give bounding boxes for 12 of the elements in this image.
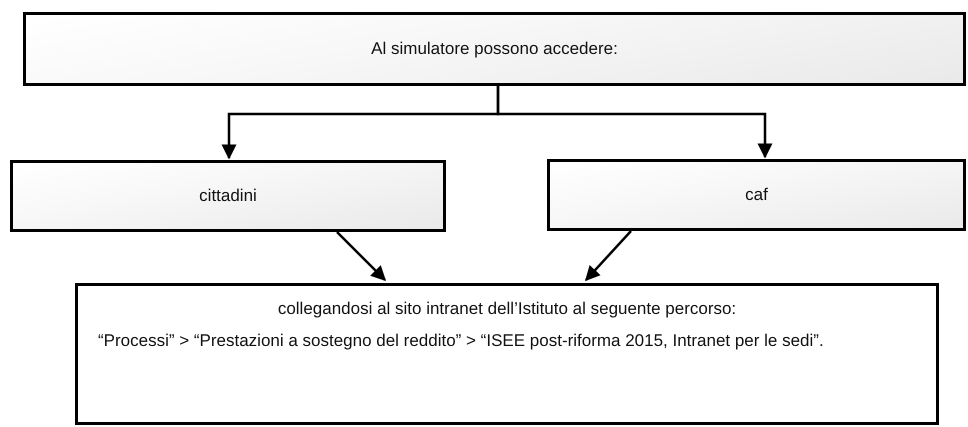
description-box <box>75 283 939 425</box>
node-label: cittadini <box>199 184 257 207</box>
title-box <box>23 12 966 86</box>
arrow <box>584 230 632 282</box>
process-box <box>547 159 966 231</box>
node-label: Al simulatore possono accedere: <box>371 38 618 60</box>
node-label: caf <box>745 184 768 206</box>
process-box <box>10 160 446 232</box>
path-text: “Processi” > “Prestazioni a sostegno del reddito” > “ISEE post-riforma 2015, Intranet per le sedi”. <box>98 330 825 352</box>
arrow <box>496 86 772 158</box>
heading-text: collegandosi al sito intranet dell’Istituto al seguente percorso: <box>276 298 738 320</box>
arrow <box>336 231 386 282</box>
